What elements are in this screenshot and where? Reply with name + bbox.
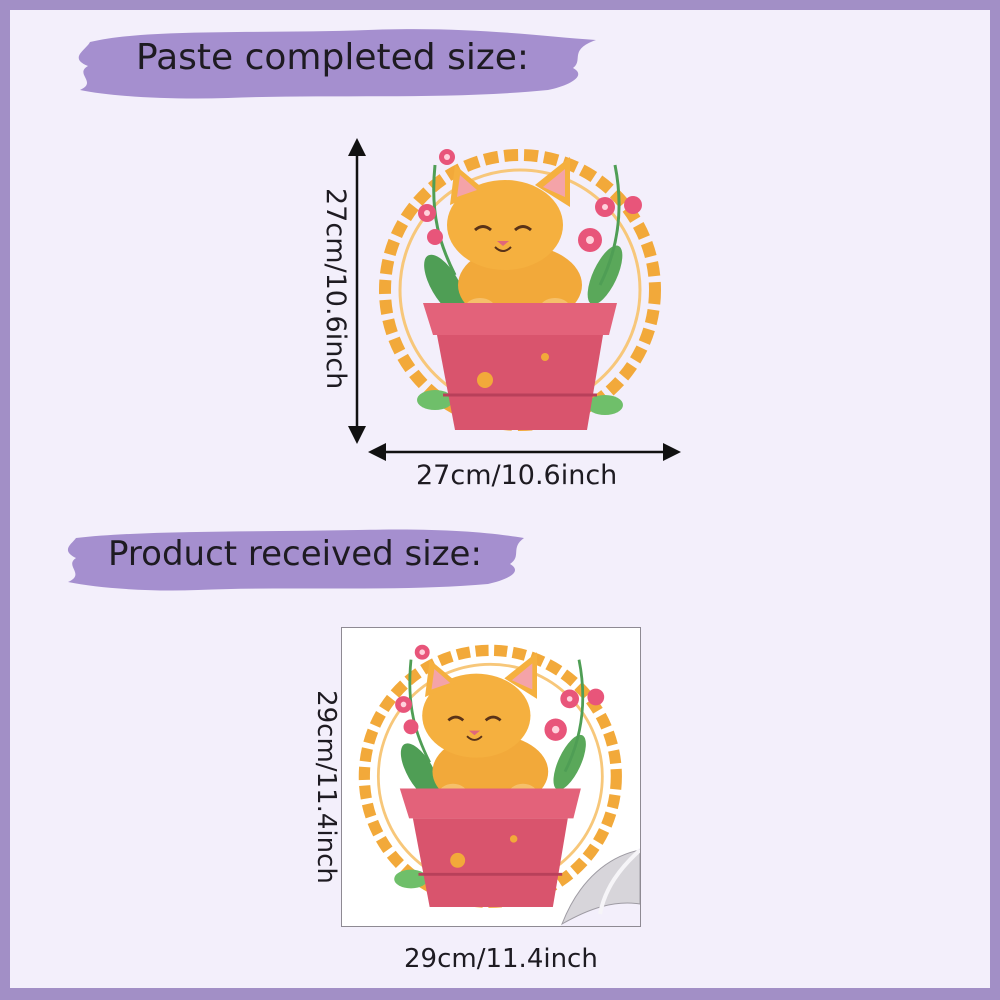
completed-size-heading: Paste completed size: — [136, 37, 529, 78]
double-arrow-vertical-icon — [348, 138, 366, 444]
completed-dimension-arrows — [348, 138, 681, 461]
brush-stroke-shape — [78, 29, 596, 99]
completed-size-banner: Paste completed size: — [68, 20, 608, 108]
double-arrow-horizontal-icon — [368, 443, 681, 461]
received-height-label: 29cm/11.4inch — [311, 690, 341, 884]
completed-width-label: 27cm/10.6inch — [416, 460, 618, 491]
received-width-label: 29cm/11.4inch — [404, 944, 598, 974]
peeling-corner-icon — [560, 848, 640, 926]
brush-stroke-shape — [67, 529, 524, 591]
completed-height-label: 27cm/10.6inch — [320, 188, 351, 390]
cat-in-flowerpot-illustration — [379, 149, 661, 431]
received-size-banner: Product received size: — [58, 520, 538, 600]
cat-in-flowerpot-illustration — [358, 644, 622, 908]
received-size-heading: Product received size: — [108, 534, 482, 574]
